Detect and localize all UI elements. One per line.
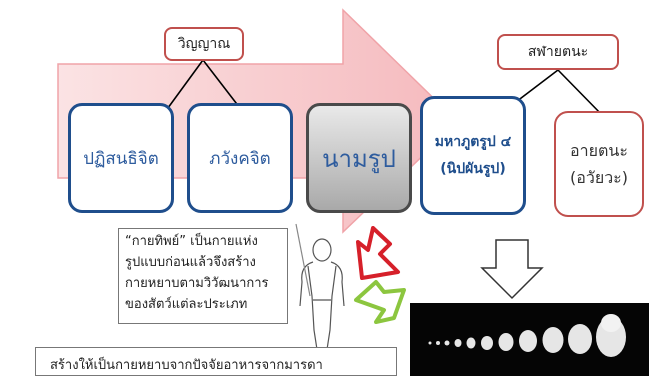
ayatana-line1: อายตนะ <box>570 140 628 160</box>
bhavanga-node: ภวังคจิต <box>187 103 293 213</box>
namarupa-node: นามรูป <box>306 103 412 213</box>
vinnana-text: วิญญาณ <box>177 36 231 52</box>
salayatana-label: สฬายตนะ <box>497 34 619 70</box>
embryo-sequence-image <box>410 303 649 376</box>
note-line-3: กายหยาบตามวิวัฒนาการ <box>125 276 269 291</box>
ayatana-node: อายตนะ (อวัยวะ) <box>554 111 644 217</box>
note-line-2: รูปแบบก่อนแล้วจึงสร้าง <box>125 255 256 270</box>
connector-line <box>164 59 204 113</box>
note-line-4: ของสัตว์แต่ละประเภท <box>125 297 248 312</box>
salayatana-text: สฬายตนะ <box>527 44 589 60</box>
note-line-1: “กายทิพย์” เป็นกายแห่ง <box>125 234 258 249</box>
embryo-development-sequence-icon <box>428 314 626 357</box>
bottom-note-text: สร้างให้เป็นกายหยาบจากปัจจัยอาหารจากมารด… <box>50 358 323 373</box>
mahabhuta-node: มหาภูตรูป ๔ (นิปผันรูป) <box>420 96 526 215</box>
green-diagonal-arrow-icon <box>354 280 406 324</box>
patisandhi-node: ปฏิสนธิจิต <box>68 103 174 213</box>
bhavanga-text: ภวังคจิต <box>209 148 271 169</box>
down-arrow-icon <box>480 239 544 300</box>
divine-body-note: “กายทิพย์” เป็นกายแห่ง รูปแบบก่อนแล้วจึง… <box>118 228 288 324</box>
bottom-note: สร้างให้เป็นกายหยาบจากปัจจัยอาหารจากมารด… <box>35 347 397 376</box>
mahabhuta-line2: (นิปผันรูป) <box>440 160 506 177</box>
red-diagonal-arrow-icon <box>356 226 400 280</box>
human-body-outline-icon <box>295 223 345 357</box>
connector-line <box>557 69 606 119</box>
mahabhuta-line1: มหาภูตรูป ๔ <box>434 133 512 150</box>
ayatana-line2: (อวัยวะ) <box>569 168 629 187</box>
patisandhi-text: ปฏิสนธิจิต <box>83 148 159 169</box>
vinnana-label: วิญญาณ <box>164 27 244 61</box>
namarupa-text: นามรูป <box>322 144 396 173</box>
